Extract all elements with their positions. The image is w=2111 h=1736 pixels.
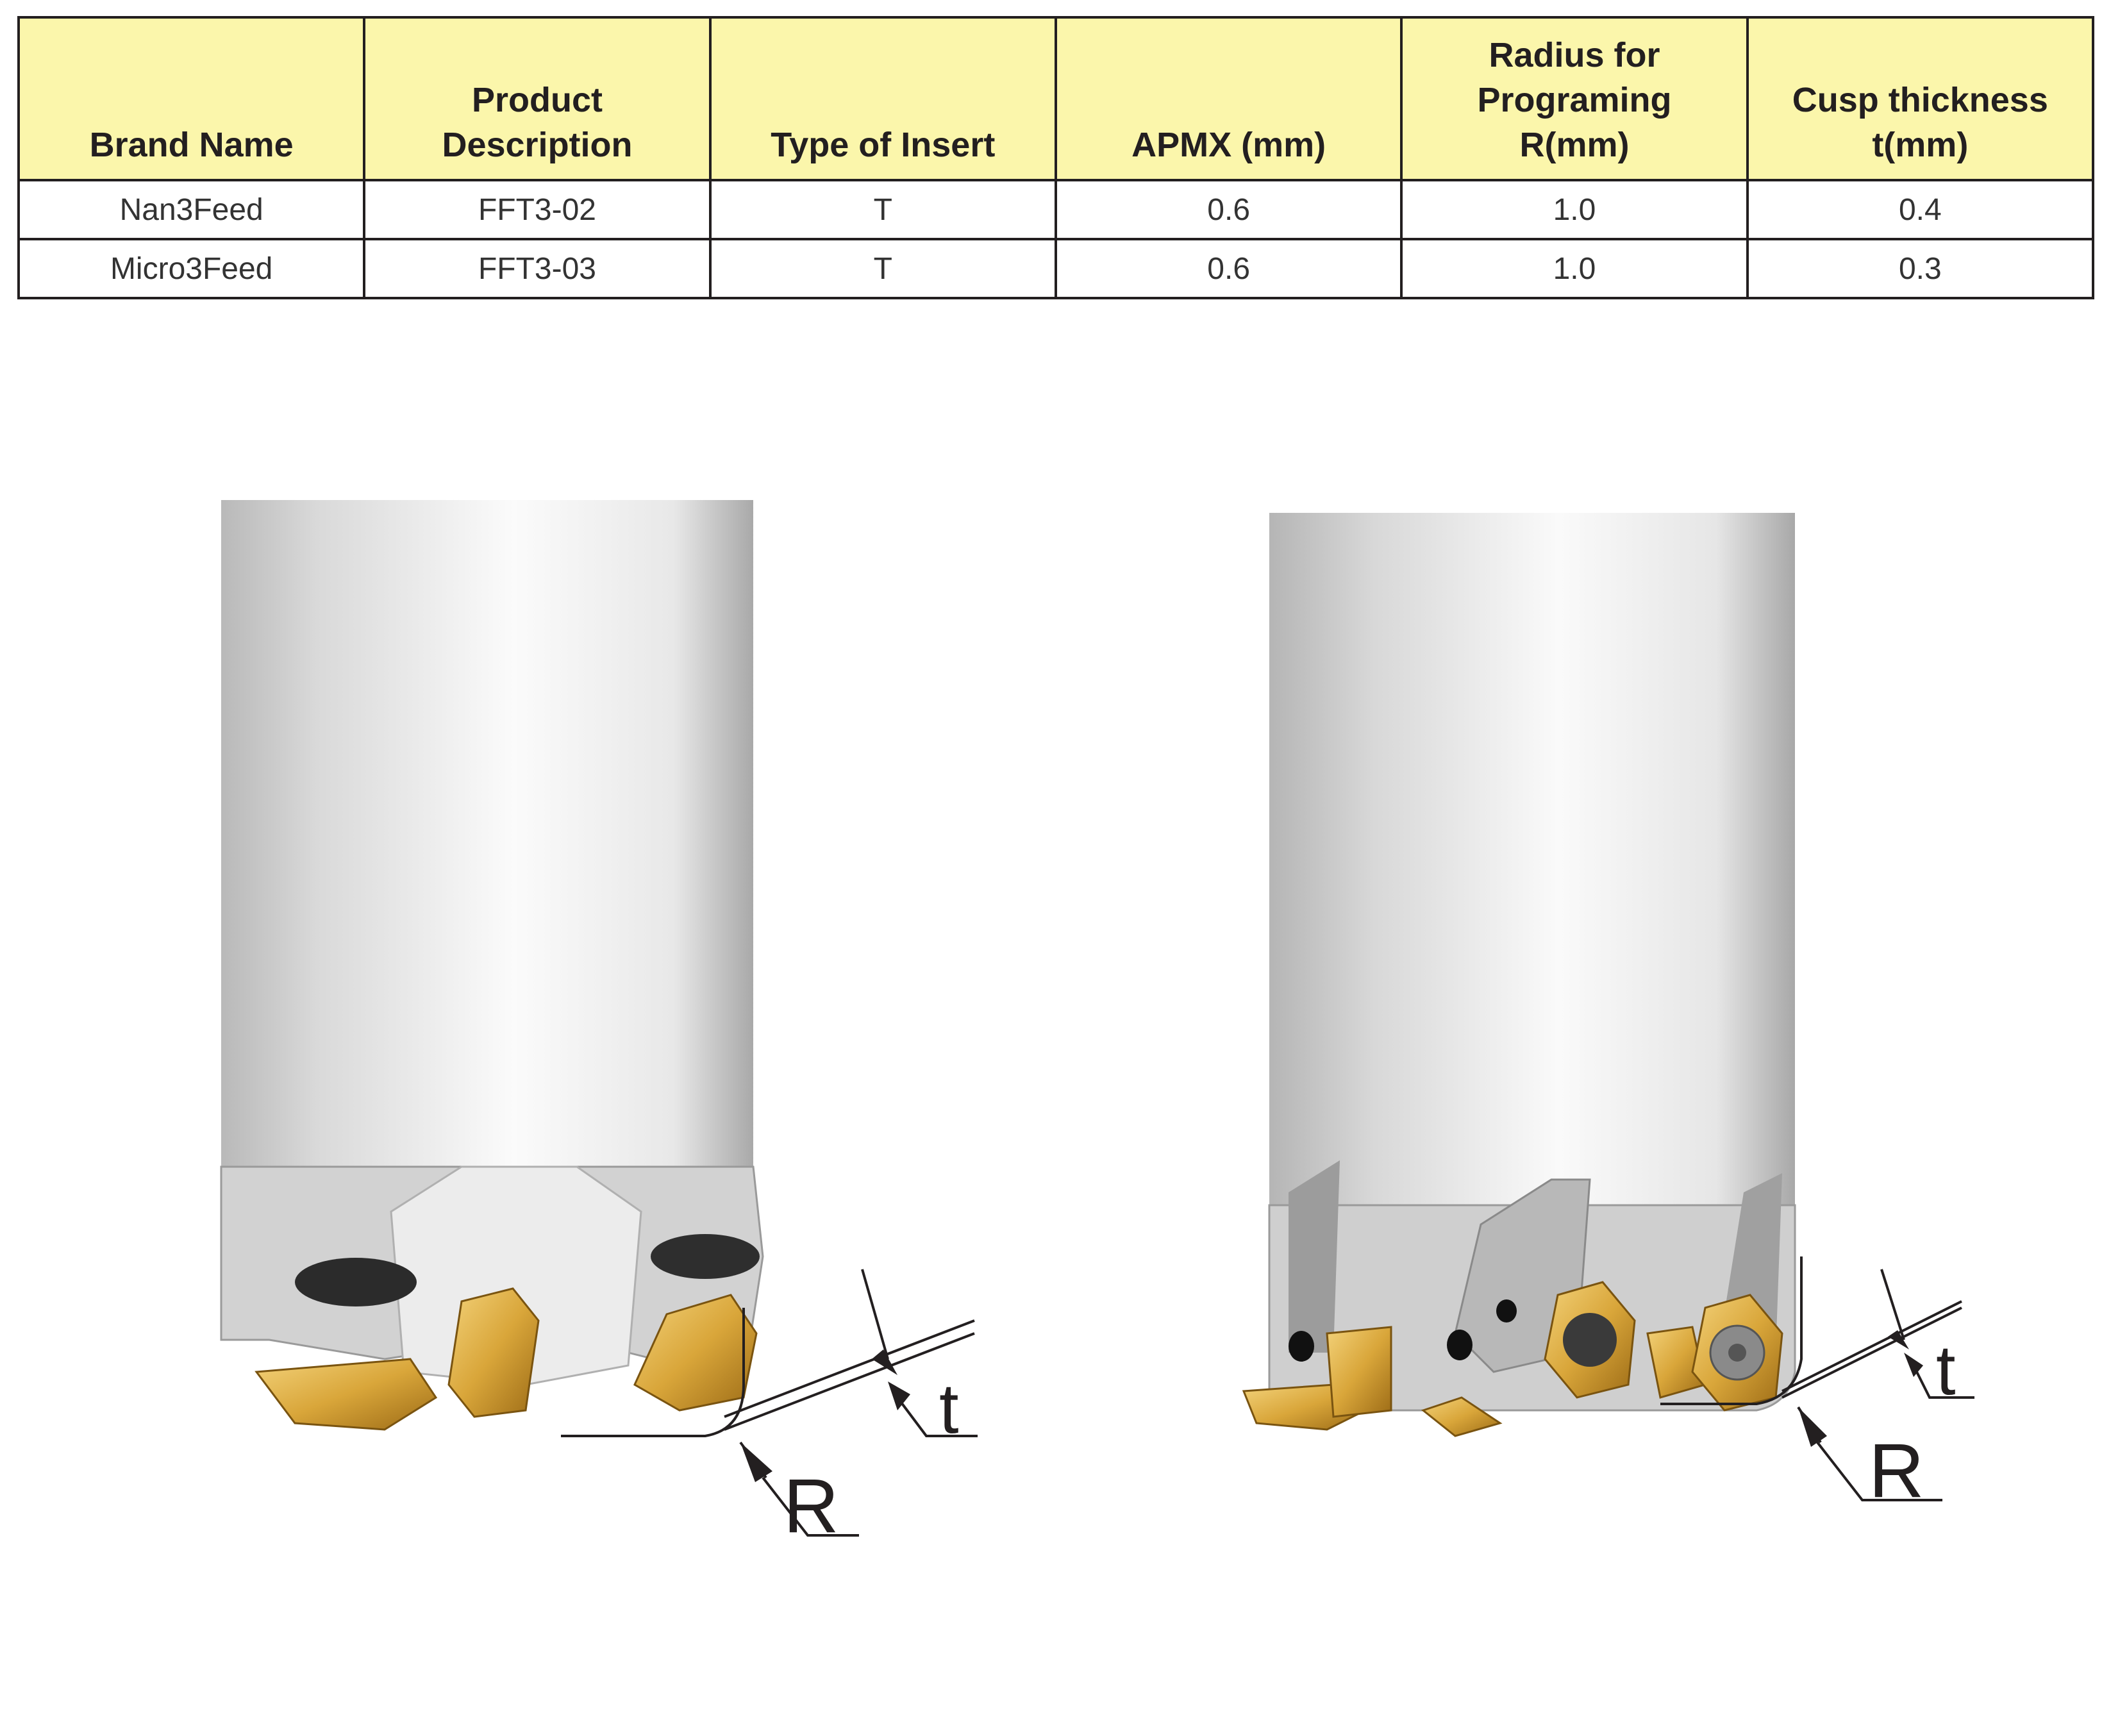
cell-apmx: 0.6 [1054,238,1403,299]
radius-arc [561,1308,745,1437]
cell-brand-name: Nan3Feed [17,179,366,240]
dimension-line [861,1269,889,1360]
table-header-row: Brand Name Product Description Type of I… [17,16,2095,181]
tool-shank [221,500,753,1180]
coolant-hole-icon [1496,1299,1517,1323]
dimension-line [1880,1269,1905,1340]
arrow-icon [1798,1407,1827,1447]
table-row: Nan3Feed FFT3-02 T 0.6 1.0 0.4 [17,179,2095,240]
coolant-hole-icon [1447,1330,1473,1360]
cell-brand-name: Micro3Feed [17,238,366,299]
screw-icon [651,1234,760,1279]
specification-table: Brand Name Product Description Type of I… [17,16,2095,299]
header-product-description: Product Description [363,16,712,181]
nan3feed-tool-illustration: t R [192,487,1026,1549]
tool-shank [1269,513,1795,1205]
cell-radius: 1.0 [1400,179,1749,240]
cell-apmx: 0.6 [1054,179,1403,240]
header-type-of-insert: Type of Insert [708,16,1057,181]
arrow-icon [740,1442,772,1482]
cell-cusp-thickness: 0.4 [1746,179,2095,240]
cell-product-description: FFT3-03 [363,238,712,299]
cusp-line [724,1332,975,1431]
micro3feed-tool-illustration: t R [1231,500,2077,1545]
cell-product-description: FFT3-02 [363,179,712,240]
header-radius: Radius for Programing R(mm) [1400,16,1749,181]
cusp-label: t [1936,1331,1956,1410]
screw-icon [1563,1313,1617,1367]
radius-label: R [783,1463,839,1549]
header-cusp-thickness: Cusp thickness t(mm) [1746,16,2095,181]
nan3feed-tool-drawing: t R [220,500,978,1549]
cell-type-of-insert: T [708,179,1057,240]
tool-flute [1289,1160,1340,1353]
dimension-leader [1816,1441,1942,1501]
screw-icon [295,1258,417,1306]
arrow-icon [1888,1330,1909,1349]
cell-type-of-insert: T [708,238,1057,299]
cusp-line [1781,1306,1962,1399]
arrow-icon [872,1349,897,1375]
insert-gold [1421,1396,1503,1437]
cell-radius: 1.0 [1400,238,1749,299]
insert-gold [1326,1326,1392,1418]
header-apmx: APMX (mm) [1054,16,1403,181]
arrow-icon [1904,1353,1923,1377]
insert-gold [447,1287,540,1418]
cusp-line [724,1319,975,1418]
arrow-icon [888,1381,910,1410]
table-row: Micro3Feed FFT3-03 T 0.6 1.0 0.3 [17,238,2095,299]
tool-flute [390,1165,642,1386]
coolant-hole-icon [1289,1331,1314,1362]
insert-gold [254,1358,438,1431]
dimension-leader [896,1396,978,1437]
dimension-leader [762,1476,859,1537]
cusp-label: t [939,1369,959,1448]
cusp-line [1781,1300,1962,1392]
micro3feed-tool-drawing: t R [1242,513,1974,1514]
radius-label: R [1869,1428,1924,1514]
header-brand-name: Brand Name [17,16,366,181]
cell-cusp-thickness: 0.3 [1746,238,2095,299]
screw-icon [1728,1344,1746,1362]
